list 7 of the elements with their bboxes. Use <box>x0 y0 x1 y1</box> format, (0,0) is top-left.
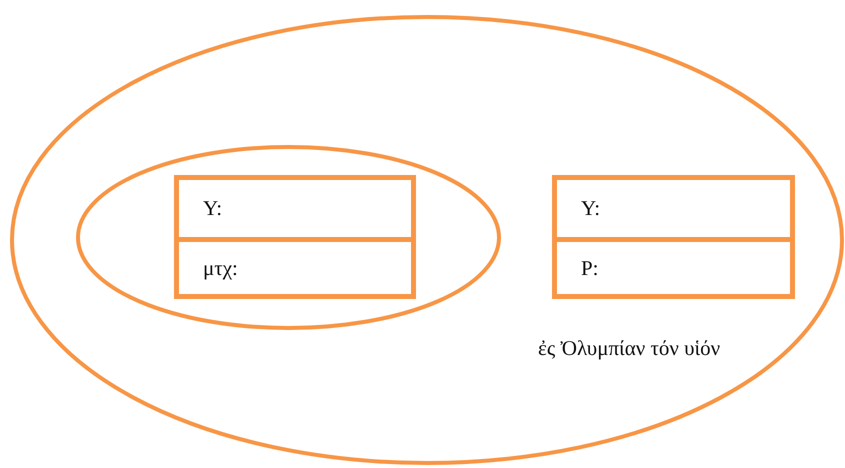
record-box <box>174 175 416 299</box>
field-label: Y: <box>203 196 222 221</box>
caption-text: ἐς Ὀλυμπίαν τόν υἱόν <box>538 336 720 361</box>
field-label: Y: <box>581 196 600 221</box>
record-box <box>552 175 795 299</box>
field-label: P: <box>581 256 599 280</box>
field-label: μτχ: <box>203 256 238 280</box>
